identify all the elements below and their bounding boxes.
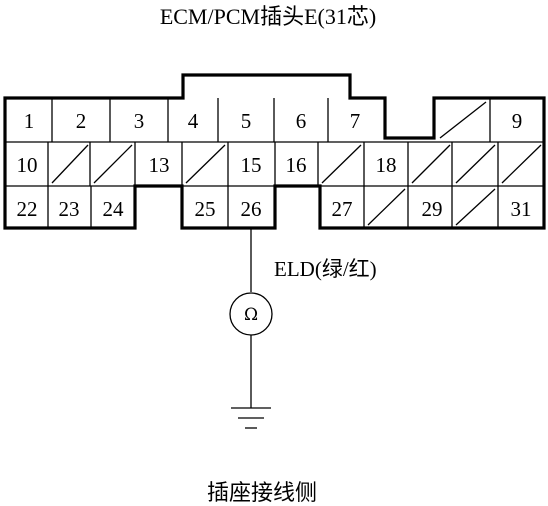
pin-13: 13 bbox=[149, 153, 170, 177]
pin-23: 23 bbox=[59, 197, 80, 221]
pin-labels: 1 2 3 4 5 6 7 9 10 13 15 16 18 22 23 24 … bbox=[17, 109, 532, 221]
unused-cavity-slashes bbox=[51, 101, 542, 226]
pin-18: 18 bbox=[376, 153, 397, 177]
ground-icon bbox=[231, 407, 271, 429]
pin-10: 10 bbox=[17, 153, 38, 177]
pin-6: 6 bbox=[296, 109, 307, 133]
pin-5: 5 bbox=[241, 109, 252, 133]
unused-cavity-12 bbox=[93, 144, 133, 184]
caption: 插座接线侧 bbox=[207, 480, 317, 505]
connector-title: ECM/PCM插头E(31芯) bbox=[160, 4, 376, 29]
pin-29: 29 bbox=[422, 197, 443, 221]
unused-cavity-28 bbox=[367, 188, 406, 226]
wire-label: ELD(绿/红) bbox=[274, 257, 377, 281]
pin-22: 22 bbox=[17, 197, 38, 221]
pin-1: 1 bbox=[24, 109, 35, 133]
unused-cavity-20 bbox=[455, 144, 496, 184]
pin-26: 26 bbox=[241, 197, 262, 221]
pin-25: 25 bbox=[195, 197, 216, 221]
unused-cavity-30 bbox=[455, 188, 496, 226]
unused-cavity-21 bbox=[501, 144, 542, 184]
pin-27: 27 bbox=[332, 197, 353, 221]
pin-24: 24 bbox=[103, 197, 125, 221]
pin-4: 4 bbox=[188, 109, 199, 133]
connector-grid bbox=[5, 98, 544, 228]
pin-9: 9 bbox=[512, 109, 523, 133]
unused-cavity-19 bbox=[411, 144, 451, 184]
unused-cavity-8 bbox=[439, 101, 487, 139]
connector-outline bbox=[3, 73, 546, 230]
pin-31: 31 bbox=[511, 197, 532, 221]
pin-2: 2 bbox=[76, 109, 87, 133]
pin-16: 16 bbox=[286, 153, 307, 177]
unused-cavity-11 bbox=[51, 144, 89, 184]
pin-3: 3 bbox=[134, 109, 145, 133]
unused-cavity-17 bbox=[321, 144, 362, 184]
pin-15: 15 bbox=[241, 153, 262, 177]
unused-cavity-14 bbox=[185, 144, 226, 184]
pin-7: 7 bbox=[350, 109, 361, 133]
ohm-symbol: Ω bbox=[244, 305, 258, 325]
